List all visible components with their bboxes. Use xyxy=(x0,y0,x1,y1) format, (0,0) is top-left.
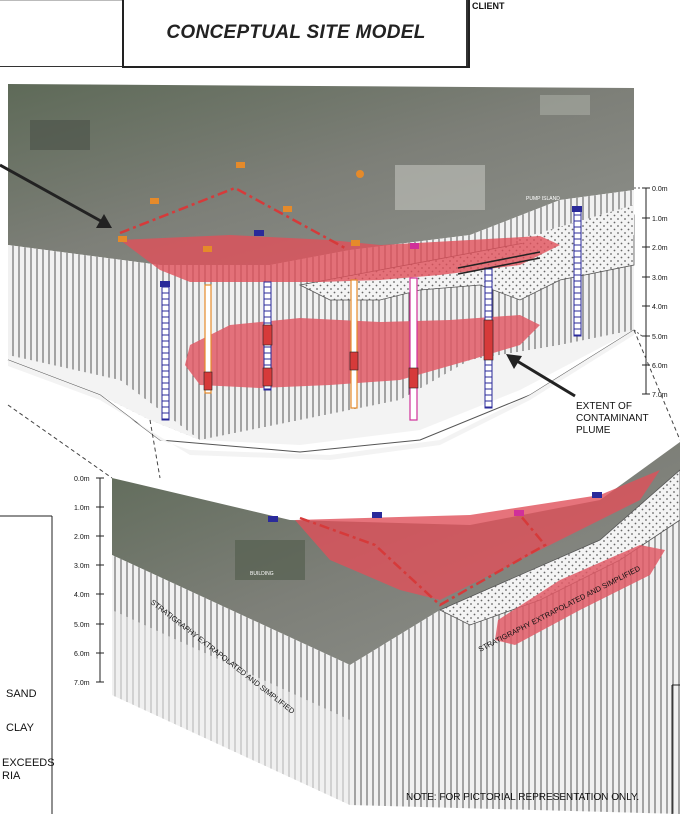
lower-scale-label-7: 7.0m xyxy=(74,680,90,687)
well-upper-4 xyxy=(350,279,358,409)
upper-scale-label-0: 0.0m xyxy=(652,186,668,193)
map-label-building: BUILDING xyxy=(250,571,274,577)
lower-site-boundary xyxy=(299,514,547,607)
plume-callout-line-1: EXTENT OF xyxy=(576,401,632,412)
upper-scale-label-6: 6.0m xyxy=(652,363,668,370)
page-title: CONCEPTUAL SITE MODEL xyxy=(166,22,426,43)
pictorial-note: NOTE: FOR PICTORIAL REPRESENTATION ONLY. xyxy=(406,792,639,803)
upper-scale-label-7: 7.0m xyxy=(652,392,668,399)
upper-aerial-surface xyxy=(8,84,634,265)
upper-scale-label-5: 5.0m xyxy=(652,334,668,341)
lower-building xyxy=(235,540,305,580)
lower-scale-label-0: 0.0m xyxy=(74,476,90,483)
upper-scale-label-4: 4.0m xyxy=(652,304,668,311)
upper-markers xyxy=(118,162,582,287)
map-label-pump-island: PUMP ISLAND xyxy=(526,196,560,202)
legend-item-criteria: RIA xyxy=(2,770,21,782)
plume-callout-arrow xyxy=(511,356,576,398)
lower-sand-layer xyxy=(439,469,680,626)
plume-callout-arrowhead xyxy=(506,354,522,369)
upper-scale-label-1: 1.0m xyxy=(652,216,668,223)
well-upper-2-screen xyxy=(203,371,213,391)
lower-scale-label-3: 3.0m xyxy=(74,563,90,570)
well-upper-5 xyxy=(409,277,418,421)
lower-scale-label-5: 5.0m xyxy=(74,622,90,629)
well-upper-1 xyxy=(161,284,170,421)
upper-scale-label-2: 2.0m xyxy=(652,245,668,252)
legend-item-exceeds: EXCEEDS xyxy=(2,757,55,769)
well-upper-7 xyxy=(573,209,582,337)
upper-building-2 xyxy=(540,95,590,115)
upper-scale-label-3: 3.0m xyxy=(652,275,668,282)
plume-callout-line-3: PLUME xyxy=(576,425,611,436)
callout-arrowhead-topleft xyxy=(96,214,112,228)
callout-arrow-topleft xyxy=(0,163,109,227)
lower-markers xyxy=(268,492,602,522)
header-rule-left xyxy=(0,0,122,1)
well-upper-3-screen-a xyxy=(262,324,273,346)
projection-line-right xyxy=(633,329,680,441)
well-upper-2 xyxy=(204,284,212,394)
legend-item-clay: CLAY xyxy=(6,722,34,734)
upper-building-1 xyxy=(395,165,485,210)
upper-surface-plume xyxy=(120,235,560,282)
well-upper-6-screen xyxy=(483,319,494,361)
lower-scale-label-1: 1.0m xyxy=(74,505,90,512)
upper-deep-plume xyxy=(185,315,540,388)
plume-callout-line-2: CONTAMINANT xyxy=(576,413,649,424)
lower-plume-surface xyxy=(295,470,660,600)
lower-clay-base-left xyxy=(112,610,350,805)
lower-depth-scale xyxy=(96,477,104,683)
upper-building-3 xyxy=(30,120,90,150)
header-divider xyxy=(466,0,468,66)
projection-line-mid xyxy=(149,419,161,479)
client-label: CLIENT xyxy=(472,1,505,11)
well-upper-4-screen xyxy=(349,351,359,371)
header-rule xyxy=(0,66,122,67)
upper-pipeline-a xyxy=(457,251,541,269)
legend-item-sand: SAND xyxy=(6,688,37,700)
well-upper-5-screen xyxy=(408,367,419,389)
well-upper-3-screen-b xyxy=(262,367,273,387)
lower-scale-label-4: 4.0m xyxy=(74,592,90,599)
title-block: CONCEPTUAL SITE MODEL xyxy=(122,0,470,68)
upper-pipeline-b xyxy=(457,257,541,275)
lower-plume-deep xyxy=(495,545,665,645)
lower-scale-label-2: 2.0m xyxy=(74,534,90,541)
projection-line-left xyxy=(7,404,113,479)
lower-scale-label-6: 6.0m xyxy=(74,651,90,658)
